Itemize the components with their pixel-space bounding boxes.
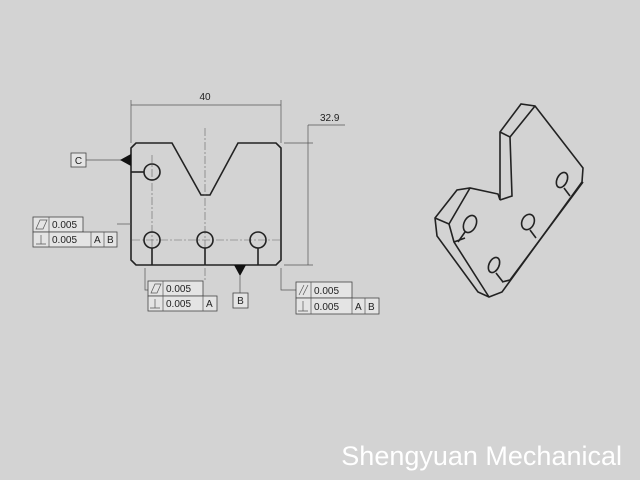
watermark: Shengyuan Mechanical — [341, 441, 622, 471]
perpendicularity-icon — [150, 299, 160, 309]
datum-c-label: C — [75, 156, 82, 167]
svg-text:0.005: 0.005 — [166, 299, 191, 310]
svg-text:0.005: 0.005 — [314, 286, 339, 297]
svg-text:B: B — [368, 302, 375, 313]
fcf-left: 0.005 0.005 A B — [32, 216, 118, 248]
svg-text:A: A — [94, 235, 101, 246]
svg-text:A: A — [206, 299, 213, 310]
flatness-icon — [150, 283, 162, 294]
datum-b-triangle — [234, 265, 246, 276]
svg-text:0.005: 0.005 — [314, 302, 339, 313]
dimension-width: 40 — [199, 92, 211, 103]
svg-text:B: B — [107, 235, 114, 246]
fcf-right: 0.005 0.005 A B — [295, 281, 380, 315]
dimension-height: 32.9 — [320, 113, 340, 124]
svg-text:0.005: 0.005 — [166, 284, 191, 295]
part-outline — [130, 142, 282, 266]
datum-b-label: B — [237, 296, 244, 307]
svg-text:0.005: 0.005 — [52, 235, 77, 246]
svg-text:0.005: 0.005 — [52, 220, 77, 231]
flatness-icon — [35, 219, 48, 230]
perpendicularity-icon — [298, 301, 308, 312]
fcf-bottom: 0.005 0.005 A — [147, 280, 218, 312]
holes — [131, 163, 267, 265]
parallelism-icon — [298, 284, 309, 296]
perpendicularity-icon — [36, 235, 46, 245]
datum-c-triangle — [120, 154, 131, 166]
svg-text:A: A — [355, 302, 362, 313]
isometric-view — [434, 103, 584, 298]
